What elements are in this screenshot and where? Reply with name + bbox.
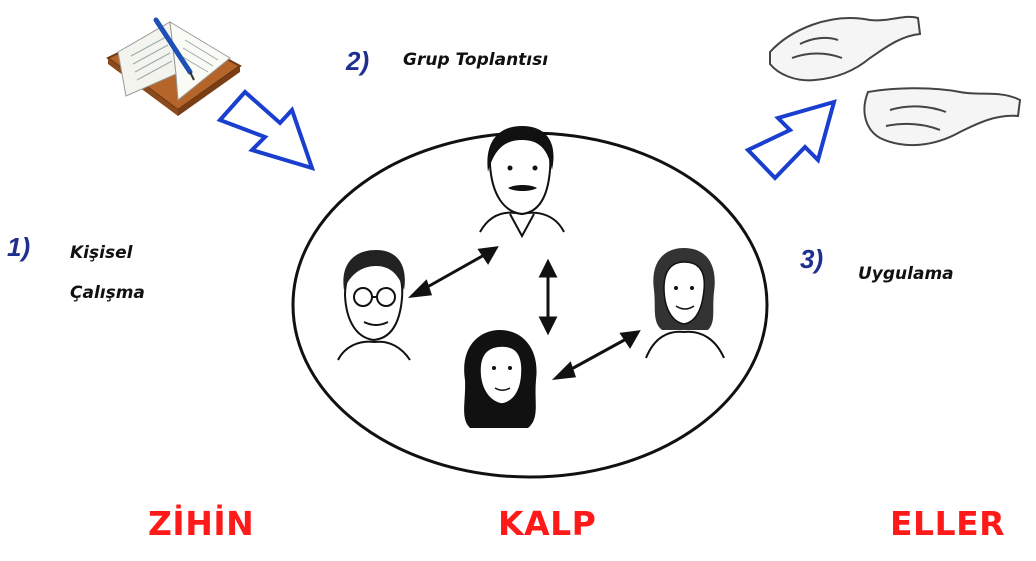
- person-right-icon: [645, 248, 725, 359]
- hands-icon: [769, 15, 1022, 147]
- step-1-label-line2: Çalışma: [70, 283, 145, 303]
- step-2-number: 2): [346, 46, 370, 76]
- step-1-label-line1: Kişisel: [70, 243, 133, 263]
- arrow-into-circle-icon: [216, 89, 316, 172]
- step-3-label: Uygulama: [858, 264, 954, 284]
- step-1-number: 1): [7, 232, 31, 262]
- person-bottom-icon: [464, 330, 537, 428]
- step-3-number: 3): [800, 244, 824, 274]
- label-hands: ELLER: [890, 504, 1006, 543]
- arrow-out-of-circle-icon: [744, 99, 837, 181]
- label-heart: KALP: [498, 504, 597, 543]
- step-2-label: Grup Toplantısı: [403, 50, 549, 70]
- label-mind: ZİHİN: [148, 504, 255, 543]
- connection-arrows: [407, 246, 641, 380]
- person-top-icon: [479, 126, 565, 239]
- person-left-icon: [337, 250, 411, 361]
- book-icon: [106, 17, 242, 116]
